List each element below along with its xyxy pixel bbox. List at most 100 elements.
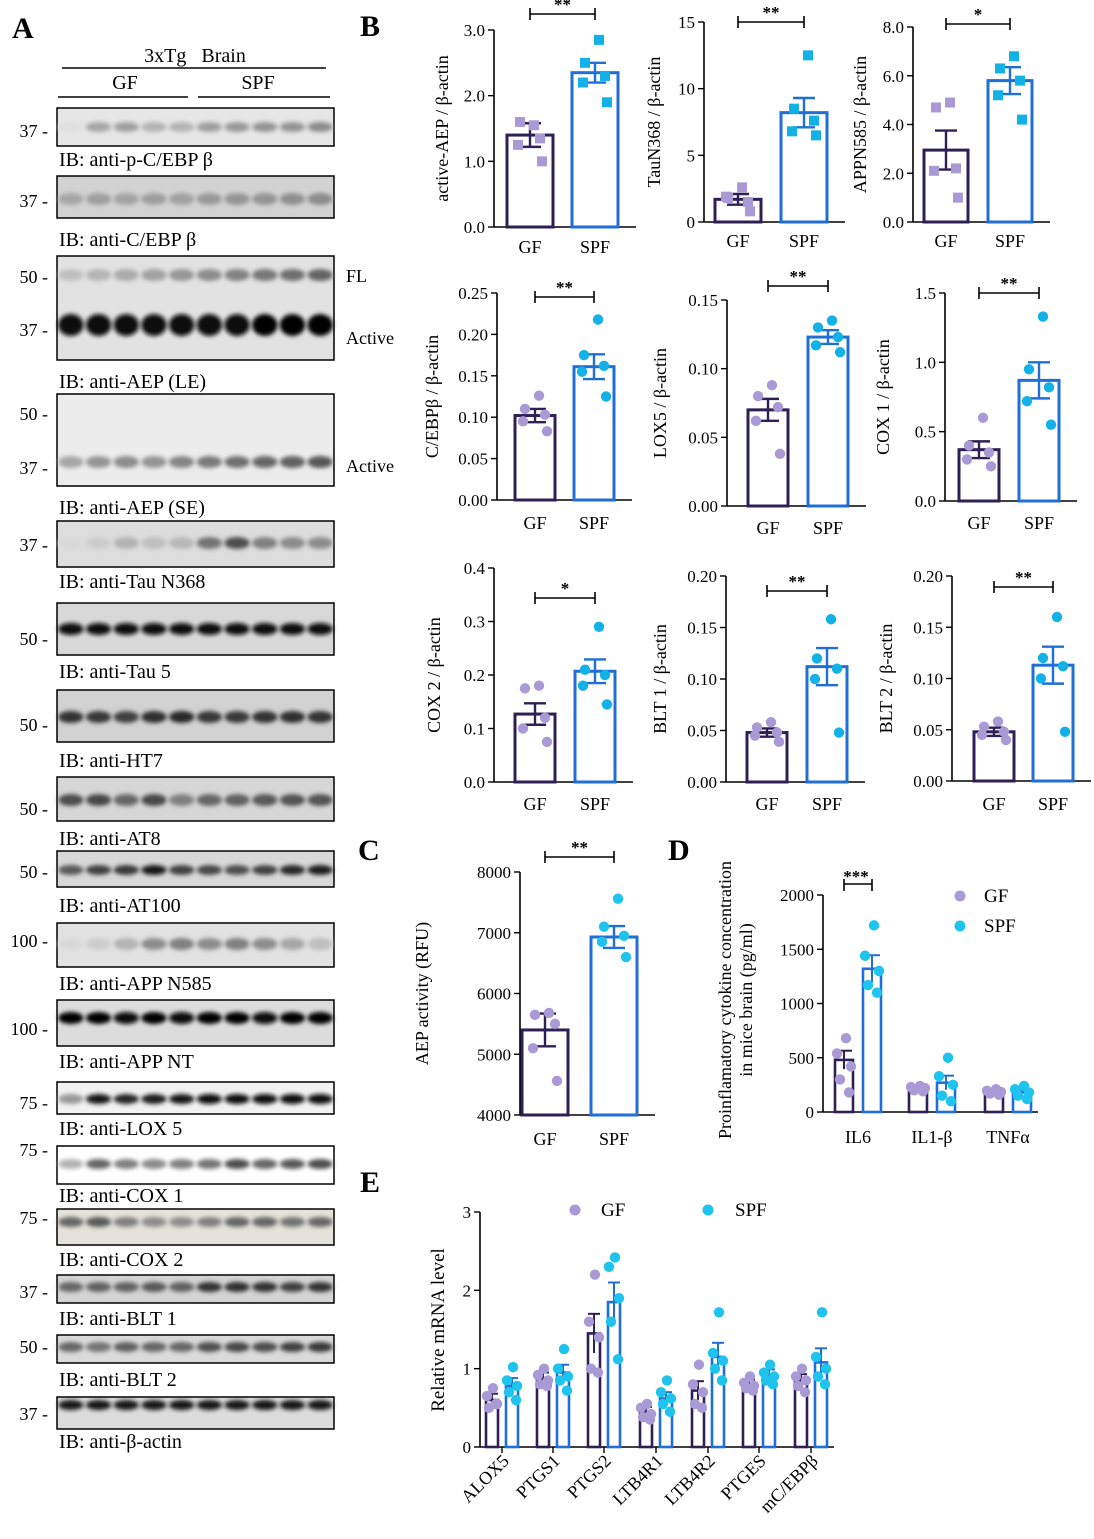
blot-band (113, 1282, 139, 1292)
blot-band (58, 1400, 84, 1410)
data-point (707, 1347, 719, 1359)
sig-stars: ** (1001, 274, 1018, 293)
blot-band (58, 537, 84, 549)
blot-band (224, 1400, 250, 1410)
y-tick-label: 0.2 (464, 666, 485, 685)
blot-band (113, 1012, 139, 1024)
data-point (552, 1363, 564, 1374)
blot-band (279, 1012, 306, 1024)
y-tick-label: 0.20 (913, 567, 943, 586)
blot-band (85, 1282, 112, 1292)
y-axis-label: APPN585 / β-actin (850, 56, 870, 193)
data-point (661, 1375, 673, 1386)
data-point (717, 1355, 729, 1367)
data-point (790, 1371, 802, 1382)
data-point (840, 1033, 852, 1044)
y-tick-label: 0.0 (915, 492, 936, 511)
blot-band (279, 1282, 306, 1292)
blot-band (196, 1012, 223, 1024)
blot-row: 37 -IB: anti-Tau N368 (20, 520, 335, 593)
data-point (947, 1079, 959, 1091)
y-axis-label: COX 1 / β-actin (873, 339, 893, 455)
blot-band (141, 456, 167, 468)
blot-band (168, 938, 195, 950)
data-point (576, 366, 588, 377)
blot-band (113, 1159, 139, 1169)
data-point (1043, 382, 1055, 393)
mw-marker: 37 - (20, 1282, 49, 1302)
x-category-label: SPF (599, 1129, 629, 1149)
data-point (589, 1269, 601, 1280)
data-point (1021, 1093, 1033, 1105)
data-point (995, 63, 1005, 74)
blot-band (196, 122, 223, 132)
data-point (832, 331, 844, 343)
blot-band (196, 193, 223, 205)
data-point (845, 1061, 857, 1072)
data-point (766, 379, 778, 391)
blot-band (224, 1159, 250, 1169)
blot-band (307, 269, 333, 281)
blot-band (113, 1342, 139, 1352)
legend-marker-spf (954, 920, 966, 932)
data-point (696, 1402, 708, 1414)
y-tick-label: 8.0 (883, 18, 904, 37)
data-point (481, 1390, 493, 1402)
mw-marker: 75 - (20, 1140, 49, 1160)
y-tick-label: 15 (678, 13, 695, 32)
y-tick-label: 3 (463, 1203, 472, 1222)
panel-label-a: A (12, 12, 34, 45)
blot-band (252, 1217, 278, 1227)
y-tick-label: 5 (687, 146, 696, 165)
data-point (605, 1316, 617, 1327)
blot-band (252, 1012, 278, 1024)
data-point (743, 197, 753, 207)
y-tick-label: 0.00 (913, 772, 943, 791)
blot-band (85, 794, 112, 806)
legend-label-spf: SPF (984, 916, 1016, 937)
data-point (767, 1379, 779, 1390)
blot-band (252, 537, 278, 549)
x-category-label: GF (726, 231, 749, 251)
data-point (618, 930, 630, 941)
data-point (716, 1375, 728, 1386)
blot-band (58, 1159, 84, 1169)
y-tick-label: 0.5 (915, 423, 936, 442)
data-point (664, 1406, 676, 1417)
data-point (501, 1375, 513, 1386)
sig-stars: ** (554, 0, 571, 14)
data-point (771, 727, 783, 738)
y-tick-label: 0.1 (464, 720, 485, 739)
data-point (721, 191, 731, 202)
blot-band (168, 193, 195, 205)
sig-stars: * (561, 579, 570, 598)
data-point (535, 133, 545, 144)
y-tick-label: 0.0 (883, 213, 904, 232)
blot-band (307, 1012, 333, 1024)
x-category-label: LTB4R1 (609, 1451, 667, 1509)
blot-band (224, 193, 250, 205)
data-point (541, 736, 553, 748)
data-point (809, 115, 819, 126)
blot-row: 37 -IB: anti-β-actin (20, 1396, 335, 1453)
blot-band (252, 938, 278, 950)
x-category-label: SPF (812, 794, 842, 814)
blot-band (307, 122, 333, 132)
blot-band (307, 1400, 333, 1410)
mw-marker: 50 - (20, 1337, 49, 1357)
blot-band (252, 794, 278, 806)
x-category-label: ALOX5 (457, 1451, 513, 1507)
blot-band (141, 794, 167, 806)
y-tick-label: 0.4 (464, 559, 486, 578)
blot-band (252, 122, 278, 132)
blot-band (113, 623, 139, 635)
data-point (543, 1007, 555, 1019)
antibody-label: IB: anti-C/EBP β (59, 229, 196, 251)
mw-marker: 75 - (20, 1093, 49, 1113)
blot-band (252, 314, 278, 336)
blot-band (279, 711, 306, 723)
